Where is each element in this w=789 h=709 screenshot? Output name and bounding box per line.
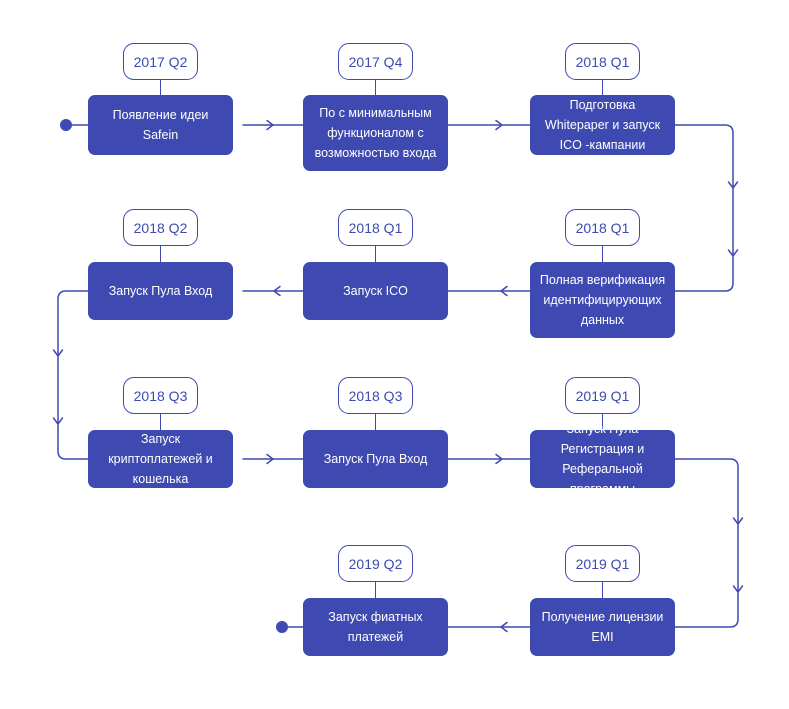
date-tick: [159, 246, 161, 267]
arrow-down-icon: [727, 249, 739, 257]
date-badge: 2019 Q1: [565, 545, 640, 582]
arrow-right-icon: [495, 453, 503, 465]
date-tick: [159, 414, 161, 435]
stage-box: Подготовка Whitepaper и запуск ICO -камп…: [530, 95, 675, 155]
date-tick: [374, 80, 376, 101]
date-badge: 2018 Q1: [565, 209, 640, 246]
stage-box: Получение лицензии EMI: [530, 598, 675, 656]
stage-box: Запуск Пула Вход: [88, 262, 233, 320]
arrow-down-icon: [52, 349, 64, 357]
arrow-down-icon: [52, 417, 64, 425]
date-badge: 2019 Q1: [565, 377, 640, 414]
connector-down-left-1: [57, 290, 89, 460]
stage-box: Запуск фиатных платежей: [303, 598, 448, 656]
date-badge: 2017 Q4: [338, 43, 413, 80]
arrow-left-icon: [500, 621, 508, 633]
stage-box: Запуск криптоплатежей и кошелька: [88, 430, 233, 488]
arrow-left-icon: [273, 285, 281, 297]
stage-box: Запуск Пула Регистрация и Реферальной пр…: [530, 422, 675, 496]
stage-box: Запуск Пула Вход: [303, 430, 448, 488]
arrow-down-icon: [727, 181, 739, 189]
stage-box: Полная верификация идентифицирующих данн…: [530, 262, 675, 338]
date-tick: [374, 414, 376, 435]
date-tick: [601, 582, 603, 603]
arrow-down-icon: [732, 517, 744, 525]
date-badge: 2018 Q3: [123, 377, 198, 414]
date-tick: [601, 246, 603, 267]
date-tick: [374, 582, 376, 603]
arrow-left-icon: [500, 285, 508, 297]
date-tick: [159, 80, 161, 101]
date-badge: 2019 Q2: [338, 545, 413, 582]
date-badge: 2018 Q1: [565, 43, 640, 80]
start-dot-icon: [60, 119, 72, 131]
date-tick: [374, 246, 376, 267]
arrow-right-icon: [266, 453, 274, 465]
date-tick: [601, 80, 603, 101]
date-badge: 2017 Q2: [123, 43, 198, 80]
stage-box: По с минимальным функционалом с возможно…: [303, 95, 448, 171]
connector-down-right-1: [674, 124, 734, 292]
arrow-right-icon: [266, 119, 274, 131]
arrow-down-icon: [732, 585, 744, 593]
date-tick: [601, 414, 603, 435]
end-dot-icon: [276, 621, 288, 633]
stage-box: Появление идеи Safein: [88, 95, 233, 155]
date-badge: 2018 Q1: [338, 209, 413, 246]
connector-down-right-2: [674, 458, 739, 628]
stage-box: Запуск ICO: [303, 262, 448, 320]
date-badge: 2018 Q3: [338, 377, 413, 414]
arrow-right-icon: [495, 119, 503, 131]
date-badge: 2018 Q2: [123, 209, 198, 246]
